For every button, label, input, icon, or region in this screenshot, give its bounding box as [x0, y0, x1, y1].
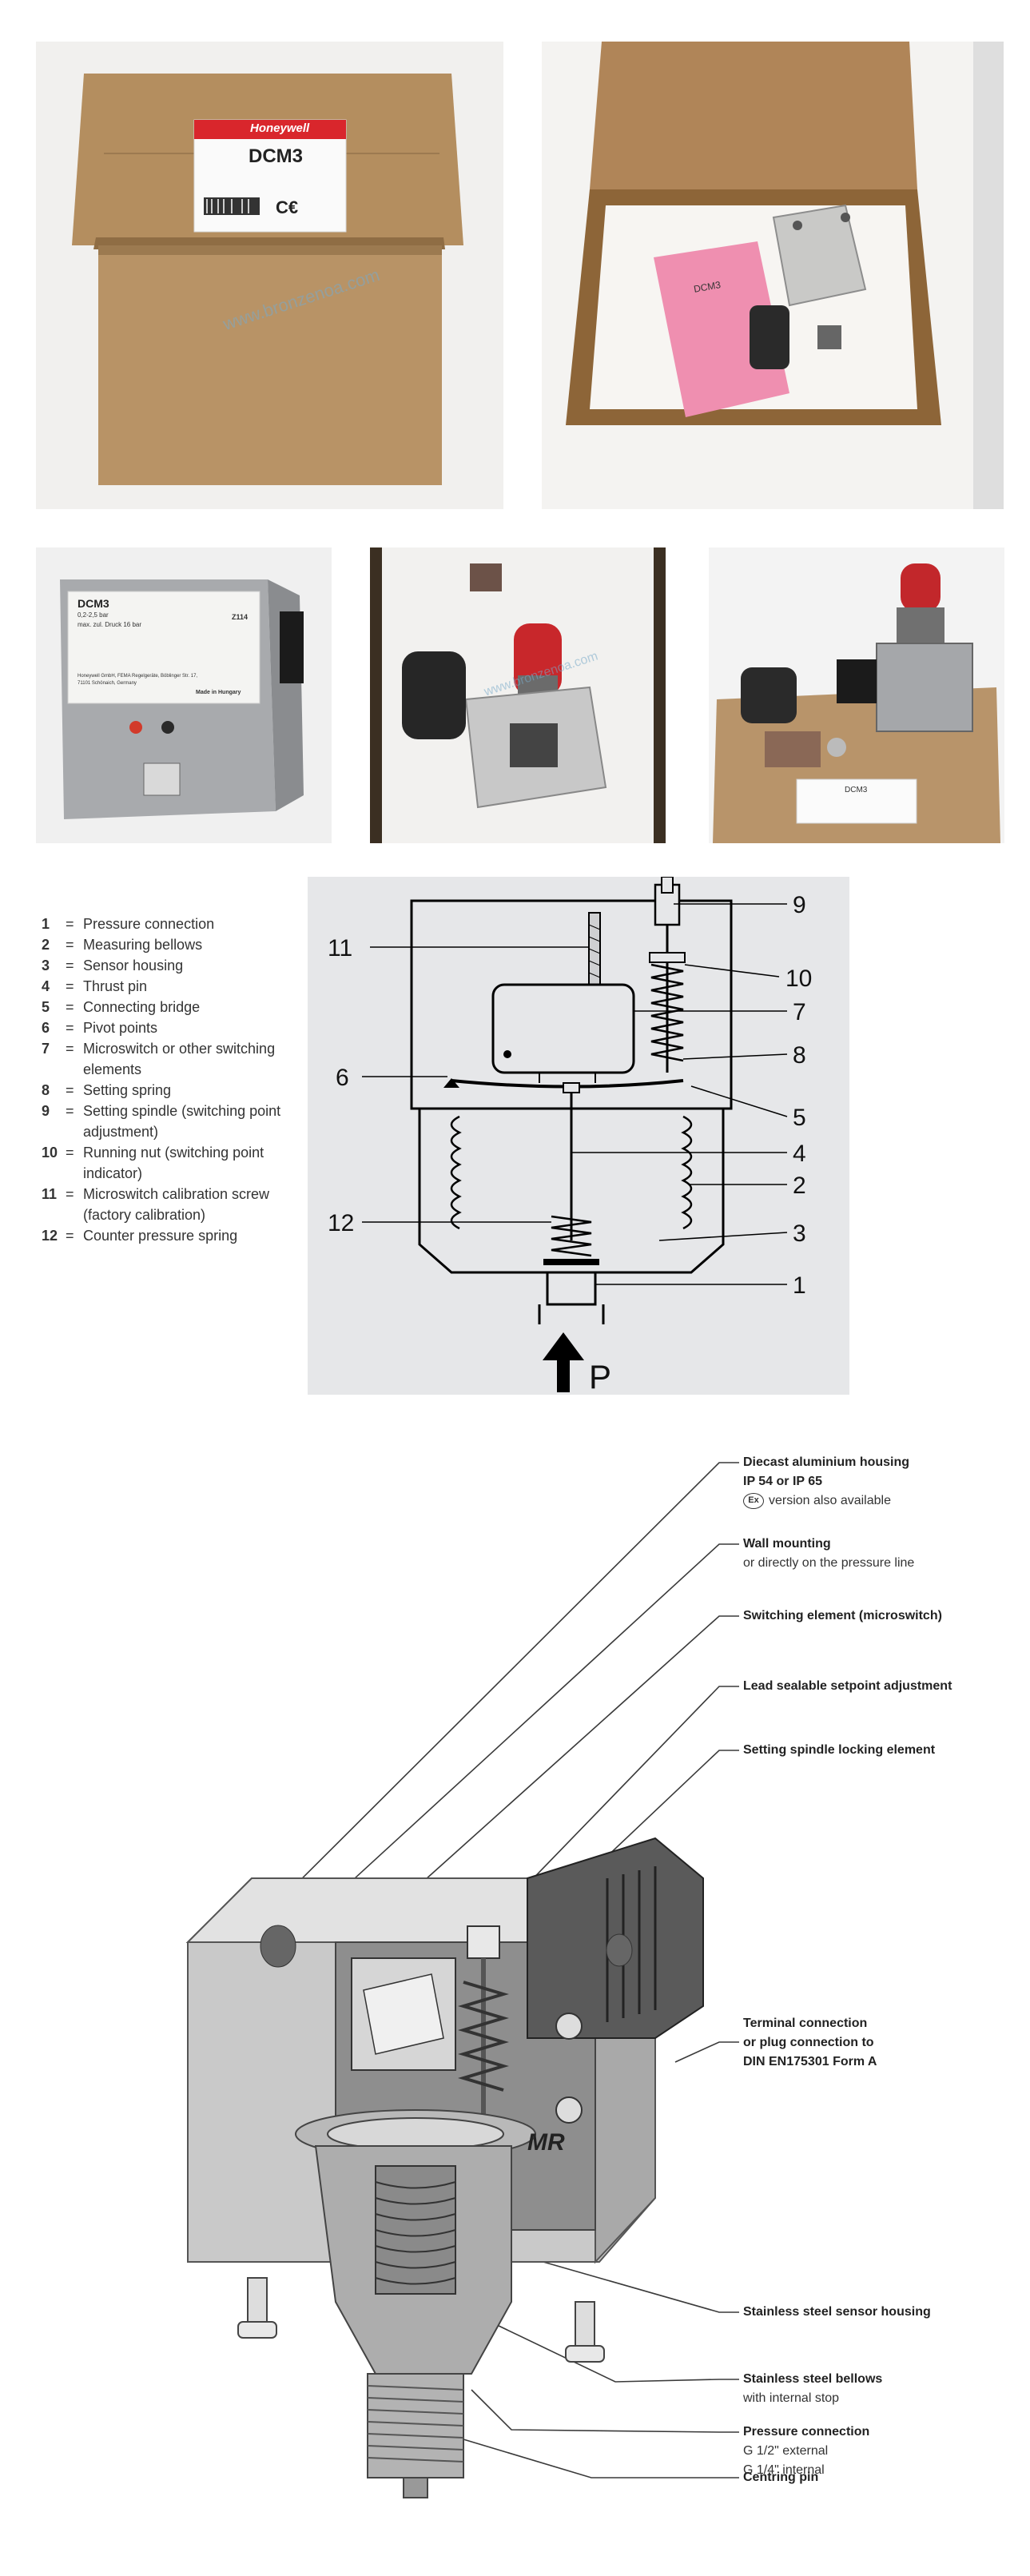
- label-sensor-housing: Stainless steel sensor housing: [743, 2305, 931, 2319]
- schematic-label-11: 11: [328, 935, 352, 962]
- label-centring-pin: Centring pin: [743, 2470, 819, 2484]
- photo-closed-box: Honeywell DCM3 C€ www.bronzenoa.com: [36, 42, 503, 509]
- legend-number: 6: [42, 1020, 50, 1036]
- legend-text: Microswitch calibration screw (factory c…: [83, 1186, 270, 1223]
- schematic-label-3: 3: [793, 1220, 806, 1247]
- legend-number: 2: [42, 937, 50, 953]
- legend-text: Setting spring: [83, 1082, 172, 1098]
- legend-number: 3: [42, 958, 50, 973]
- schematic-label-8: 8: [793, 1042, 806, 1069]
- legend-equals: =: [66, 1145, 74, 1161]
- legend-item: 10 = Running nut (switching point indicato…: [42, 1142, 305, 1184]
- pressure-label: P: [589, 1358, 611, 1395]
- legend-equals: =: [66, 1082, 74, 1098]
- legend-equals: =: [66, 916, 74, 932]
- legend-text: Setting spindle (switching point adjustm…: [83, 1103, 281, 1140]
- legend-item: 2 = Measuring bellows: [42, 934, 305, 955]
- legend-item: 7 = Microswitch or other switching element…: [42, 1038, 305, 1080]
- legend-text: Pivot points: [83, 1020, 158, 1036]
- ce-mark: C€: [276, 197, 299, 217]
- box-brand-text: Honeywell: [250, 121, 310, 135]
- label-setpoint: Lead sealable setpoint adjustment: [743, 1679, 952, 1693]
- legend-equals: =: [66, 1103, 74, 1119]
- legend-text: Running nut (switching point indicator): [83, 1145, 264, 1181]
- photo-parts-in-box: www.bronzenoa.com: [370, 547, 666, 843]
- legend-number: 12: [42, 1228, 58, 1244]
- label-model: DCM3: [78, 597, 109, 610]
- photo-device-on-box: DCM3: [709, 547, 1004, 843]
- legend-number: 9: [42, 1103, 50, 1119]
- legend-number: 1: [42, 916, 50, 932]
- label-terminal: Terminal connection or plug connection t…: [743, 2017, 877, 2068]
- label-wall-mounting: Wall mounting or directly on the pressur…: [743, 1537, 915, 1570]
- legend-text: Measuring bellows: [83, 937, 203, 953]
- legend-item: 9 = Setting spindle (switching point adjus…: [42, 1101, 305, 1142]
- legend-number: 10: [42, 1145, 58, 1161]
- ex-icon: Ex: [743, 1492, 764, 1509]
- legend-number: 4: [42, 978, 50, 994]
- legend-item: 12 = Counter pressure spring: [42, 1225, 305, 1246]
- legend-text: Connecting bridge: [83, 999, 201, 1015]
- schematic-label-12: 12: [328, 1210, 354, 1236]
- schematic-label-10: 10: [785, 966, 812, 992]
- label-housing: Diecast aluminium housing IP 54 or IP 65…: [743, 1455, 910, 1509]
- legend-number: 8: [42, 1082, 50, 1098]
- photo-device-label: DCM3 0,2-2,5 bar max. zul. Druck 16 bar …: [36, 547, 332, 843]
- label-bellows: Stainless steel bellows with internal st…: [743, 2372, 883, 2405]
- legend-number: 11: [42, 1186, 58, 1202]
- legend-item: 11 = Microswitch calibration screw (factor…: [42, 1184, 305, 1225]
- legend-text: Thrust pin: [83, 978, 148, 994]
- legend-equals: =: [66, 1020, 74, 1036]
- legend-item: 8 = Setting spring: [42, 1080, 305, 1101]
- legend-equals: =: [66, 1186, 74, 1202]
- label-switching-element: Switching element (microswitch): [743, 1609, 942, 1622]
- legend-number: 5: [42, 999, 50, 1015]
- legend-number: 7: [42, 1041, 50, 1057]
- box-lid-model: DCM3: [845, 786, 868, 794]
- label-range: 0,2-2,5 bar: [78, 611, 109, 619]
- legend-equals: =: [66, 958, 74, 973]
- legend-equals: =: [66, 1041, 74, 1057]
- schematic-diagram: 9 10 7 8 5 4 2 3 1 11 6 12 P: [308, 877, 849, 1395]
- schematic-label-6: 6: [336, 1065, 349, 1091]
- plate-text: MR: [527, 2129, 565, 2156]
- schematic-label-1: 1: [793, 1272, 806, 1299]
- label-origin: Made in Hungary: [196, 690, 241, 695]
- legend-item: 5 = Connecting bridge: [42, 997, 305, 1017]
- schematic-label-5: 5: [793, 1105, 806, 1131]
- photo-open-box: DCM3: [542, 42, 1004, 509]
- legend-item: 1 = Pressure connection: [42, 914, 305, 934]
- label-code: Z114: [232, 613, 249, 621]
- label-max-pressure: max. zul. Druck 16 bar: [78, 621, 142, 628]
- legend-equals: =: [66, 937, 74, 953]
- legend-item: 6 = Pivot points: [42, 1017, 305, 1038]
- legend-equals: =: [66, 1228, 74, 1244]
- cutaway-illustration: MR: [185, 1462, 739, 2498]
- legend-equals: =: [66, 978, 74, 994]
- box-model-text: DCM3: [249, 145, 304, 167]
- label-maker-1: Honeywell GmbH, FEMA Regelgeräte, Böblin…: [78, 674, 198, 679]
- label-spindle-lock: Setting spindle locking element: [743, 1743, 936, 1757]
- legend-text: Microswitch or other switching elements: [83, 1041, 276, 1077]
- legend-item: 3 = Sensor housing: [42, 955, 305, 976]
- legend-text: Sensor housing: [83, 958, 184, 973]
- schematic-label-4: 4: [793, 1141, 806, 1167]
- label-maker-2: 71101 Schönaich, Germany: [78, 681, 137, 686]
- legend-equals: =: [66, 999, 74, 1015]
- schematic-label-2: 2: [793, 1173, 806, 1199]
- legend-text: Pressure connection: [83, 916, 215, 932]
- label-pressure-connection: Pressure connection G 1/2" external G 1/…: [743, 2425, 870, 2477]
- legend-text: Counter pressure spring: [83, 1228, 238, 1244]
- parts-legend: 1 = Pressure connection 2 = Measuring bellows…: [42, 914, 305, 1246]
- schematic-label-7: 7: [793, 999, 806, 1025]
- legend-item: 4 = Thrust pin: [42, 976, 305, 997]
- schematic-label-9: 9: [793, 892, 806, 918]
